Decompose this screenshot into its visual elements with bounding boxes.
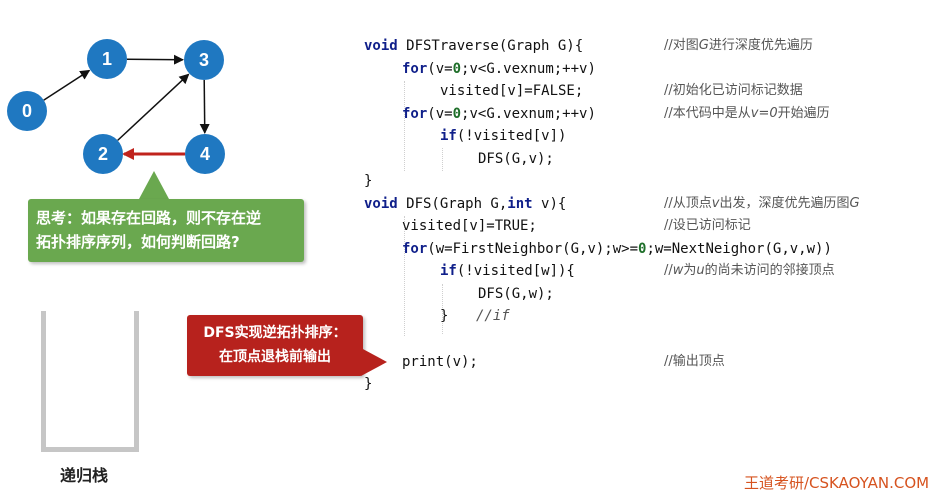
- green-callout-pointer: [139, 171, 169, 199]
- node-3: [184, 40, 224, 80]
- recursion-stack-container: [41, 311, 139, 452]
- node-label: 3: [199, 50, 209, 70]
- code-comment: //从顶点v出发，深度优先遍历图G: [664, 196, 860, 211]
- code-comment: //初始化已访问标记数据: [664, 83, 803, 98]
- dfs-reverse-topo-callout: DFS实现逆拓扑排序： 在顶点退栈前输出: [187, 315, 363, 376]
- edge-2-to-3: [117, 73, 190, 141]
- node-label: 1: [102, 49, 112, 69]
- code-line: for(v=0;v<G.vexnum;++v): [402, 106, 596, 122]
- indent-guide: [404, 81, 405, 171]
- node-1: [87, 39, 127, 79]
- indent-guide: [442, 284, 443, 334]
- red-callout-pointer: [361, 348, 387, 376]
- code-line: DFS(G,w);: [478, 286, 554, 302]
- code-line: visited[v]=FALSE;: [440, 83, 584, 99]
- callout-text-line: DFS实现逆拓扑排序：: [203, 325, 347, 341]
- code-line: print(v);: [402, 354, 478, 370]
- callout-text-line: 思考：如果存在回路，则不存在逆: [36, 209, 262, 227]
- code-line: for(v=0;v<G.vexnum;++v): [402, 61, 596, 77]
- code-comment: //本代码中是从v=0开始遍历: [664, 106, 830, 121]
- code-line: }: [364, 173, 373, 189]
- code-line: }: [364, 376, 373, 392]
- node-0: [7, 91, 47, 131]
- code-line: visited[v]=TRUE;: [402, 218, 537, 234]
- node-label: 0: [22, 101, 32, 121]
- watermark-text: 王道考研/CSKAOYAN.COM: [744, 474, 930, 492]
- code-comment: //设已访问标记: [664, 218, 751, 233]
- code-comment: //对图G进行深度优先遍历: [664, 38, 813, 53]
- code-line: void DFS(Graph G,int v){: [364, 196, 567, 212]
- node-2: [83, 134, 123, 174]
- code-comment: //if: [476, 308, 510, 324]
- recursion-stack-label: 递归栈: [60, 466, 109, 485]
- edge-0-to-1: [43, 69, 91, 101]
- node-label: 4: [200, 144, 210, 164]
- node-label: 2: [98, 144, 108, 164]
- code-line: }: [440, 308, 449, 324]
- node-4: [185, 134, 225, 174]
- indent-guide: [442, 148, 443, 171]
- code-line: for(w=FirstNeighbor(G,v);w>=0;w=NextNeig…: [402, 241, 832, 257]
- code-comment: //w为u的尚未访问的邻接顶点: [664, 263, 835, 278]
- cycle-question-callout: 思考：如果存在回路，则不存在逆 拓扑排序序列，如何判断回路?: [28, 199, 304, 262]
- code-comment: //输出顶点: [664, 354, 725, 369]
- code-line: if(!visited[v]): [440, 128, 567, 144]
- edge-1-to-3: [126, 54, 185, 65]
- indent-guide: [404, 216, 405, 336]
- code-line: void DFSTraverse(Graph G){: [364, 38, 584, 54]
- code-line: if(!visited[w]){: [440, 263, 575, 279]
- graph-diagram: 0 1 2 3 4: [7, 39, 225, 174]
- callout-text-line: 在顶点退栈前输出: [219, 349, 331, 365]
- code-line: DFS(G,v);: [478, 151, 554, 167]
- edge-3-to-4: [199, 79, 210, 135]
- callout-text-line: 拓扑排序序列，如何判断回路?: [36, 233, 240, 251]
